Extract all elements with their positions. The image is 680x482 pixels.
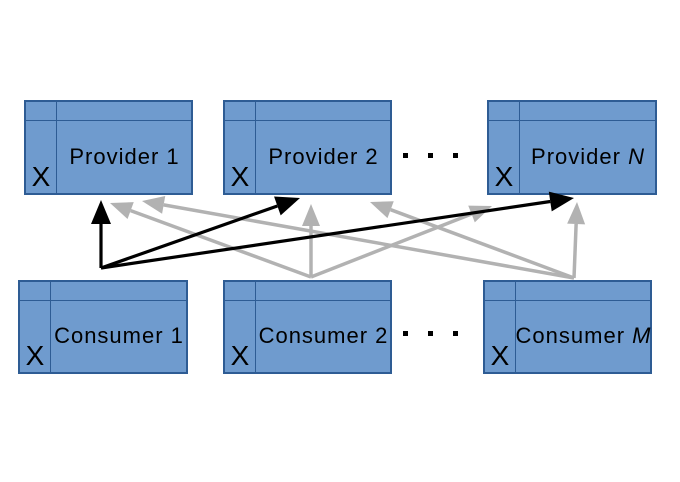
arrow-consumer-1-to-provider-2-head: [274, 196, 300, 216]
box-column-divider: [255, 102, 256, 193]
box-column-divider: [56, 102, 57, 193]
arrow-consumer-2-to-provider-1-line: [130, 208, 312, 279]
arrow-consumer-1-to-provider-2-line: [100, 204, 278, 270]
box-header-divider: [485, 300, 650, 301]
arrow-consumer-1-to-provider-1-head: [91, 200, 111, 224]
box-label-index: 1: [170, 323, 184, 348]
arrow-consumer-m-to-provider-1-line: [163, 203, 575, 280]
box-label-index: M: [632, 323, 652, 348]
box-label-index: N: [628, 143, 645, 169]
box-label-text: Provider: [69, 143, 167, 169]
box-column-divider: [50, 282, 51, 372]
provider-n-label: Provider N: [521, 120, 655, 193]
ellipsis-dot: [428, 331, 433, 336]
box-header-divider: [489, 120, 655, 121]
provider-1-corner-label: X: [31, 161, 51, 192]
provider-2-corner-label: X: [230, 161, 250, 192]
arrow-consumer-2-to-provider-n-line: [310, 212, 473, 279]
arrow-consumer-m-to-provider-2-head: [370, 201, 394, 219]
provider-ellipsis: [403, 153, 458, 158]
ellipsis-dot: [453, 331, 458, 336]
arrow-consumer-1-to-provider-n-line: [100, 199, 551, 270]
provider-n-corner-label: X: [494, 161, 514, 192]
box-label-index: 1: [166, 143, 180, 169]
box-label-text: Consumer: [54, 323, 171, 348]
box-column-divider: [515, 282, 516, 372]
arrow-consumer-2-to-provider-2-head: [302, 204, 320, 226]
consumer-ellipsis: [403, 331, 458, 336]
arrow-consumer-m-to-provider-n-line: [572, 223, 578, 279]
box-label-text: Provider: [268, 143, 366, 169]
ellipsis-dot: [453, 153, 458, 158]
consumer-2-box: Consumer 2 X: [223, 280, 392, 374]
box-label-index: 2: [375, 323, 389, 348]
consumer-2-label: Consumer 2: [257, 300, 390, 372]
provider-1-label: Provider 1: [58, 120, 191, 193]
arrow-consumer-2-to-provider-1-head: [110, 202, 134, 220]
box-label-index: 2: [365, 143, 379, 169]
arrow-consumer-m-to-provider-n-head: [567, 202, 586, 225]
box-header-divider: [225, 120, 390, 121]
provider-2-label: Provider 2: [257, 120, 390, 193]
box-header-divider: [225, 300, 390, 301]
consumer-2-corner-label: X: [230, 340, 250, 371]
consumer-1-box: Consumer 1 X: [18, 280, 188, 374]
box-column-divider: [519, 102, 520, 193]
arrow-consumer-m-to-provider-2-line: [390, 208, 575, 280]
box-label-text: Consumer: [258, 323, 376, 348]
provider-n-box: Provider N X: [487, 100, 657, 195]
box-column-divider: [255, 282, 256, 372]
provider-1-box: Provider 1 X: [24, 100, 193, 195]
provider-2-box: Provider 2 X: [223, 100, 392, 195]
consumer-m-box: Consumer M X: [483, 280, 652, 374]
ellipsis-dot: [403, 153, 408, 158]
arrow-consumer-m-to-provider-1-head: [142, 196, 166, 214]
arrow-consumer-2-to-provider-n-head: [468, 205, 492, 223]
consumer-m-corner-label: X: [490, 340, 510, 371]
consumer-1-label: Consumer 1: [52, 300, 186, 372]
box-header-divider: [26, 120, 191, 121]
ellipsis-dot: [403, 331, 408, 336]
consumer-1-corner-label: X: [25, 340, 45, 371]
box-header-divider: [20, 300, 186, 301]
box-label-text: Consumer: [515, 323, 633, 348]
ellipsis-dot: [428, 153, 433, 158]
box-label-text: Provider: [531, 143, 629, 169]
consumer-m-label: Consumer M: [515, 300, 652, 372]
